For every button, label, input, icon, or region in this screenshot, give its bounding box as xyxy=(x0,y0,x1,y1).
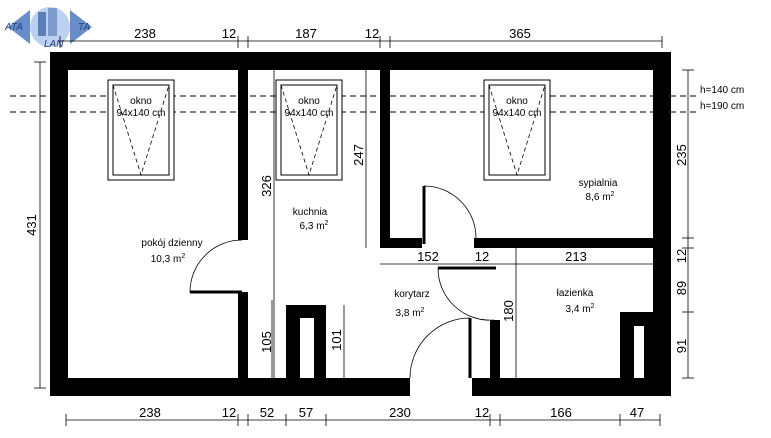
window-3-label: okno xyxy=(506,96,528,107)
dim-right-4: 91 xyxy=(674,339,689,353)
room-name: sypialnia xyxy=(579,178,618,189)
dim-left-1: 431 xyxy=(24,214,39,236)
dimension-left: 431 xyxy=(24,61,46,389)
room-area-sup: 2 xyxy=(591,303,595,310)
dim-top-1: 238 xyxy=(134,26,156,41)
room-area-sup: 2 xyxy=(325,220,329,227)
logo-text-right: TA xyxy=(78,22,90,33)
interior-walls xyxy=(238,70,653,380)
room-area-sup: 2 xyxy=(611,191,615,198)
doors xyxy=(189,185,496,379)
window-3: okno 94x140 cm xyxy=(483,79,551,181)
room-area: 6,3 m xyxy=(300,221,325,232)
room-name: łazienka xyxy=(557,288,594,299)
dim-top-4: 12 xyxy=(365,26,379,41)
window-2-label: okno xyxy=(298,96,320,107)
company-logo: ATA TA LAN xyxy=(4,7,92,50)
room-korytarz: korytarz 3,8 m2 xyxy=(394,289,430,319)
room-name: korytarz xyxy=(394,289,430,300)
dim-213: 213 xyxy=(565,249,587,264)
height-label-140: h=140 cm xyxy=(700,85,744,96)
dim-bottom-8: 47 xyxy=(630,405,644,420)
dim-152: 152 xyxy=(417,249,439,264)
dim-right-2: 12 xyxy=(674,249,689,263)
dim-top-2: 12 xyxy=(222,26,236,41)
room-sypialnia: sypialnia 8,6 m2 xyxy=(579,178,618,203)
dim-bottom-7: 166 xyxy=(550,405,572,420)
svg-text:10,3 m2: 10,3 m2 xyxy=(151,253,186,265)
window-1-size: 94x140 cm xyxy=(117,108,166,119)
dim-bottom-6: 12 xyxy=(475,405,489,420)
room-lazienka: łazienka 3,4 m2 xyxy=(557,288,595,315)
dim-326: 326 xyxy=(259,175,274,197)
dim-bottom-1: 238 xyxy=(139,405,161,420)
svg-text:8,6 m2: 8,6 m2 xyxy=(586,191,615,203)
dim-247: 247 xyxy=(351,144,366,166)
dim-bottom-3: 52 xyxy=(260,405,274,420)
window-3-size: 94x140 cm xyxy=(493,108,542,119)
room-area-sup: 2 xyxy=(421,307,425,314)
dimension-top: 238 12 187 12 365 xyxy=(59,26,663,48)
dim-right-3: 89 xyxy=(674,281,689,295)
room-area: 10,3 m xyxy=(151,254,182,265)
height-label-190: h=190 cm xyxy=(700,101,744,112)
svg-text:6,3 m2: 6,3 m2 xyxy=(300,220,329,232)
room-area: 8,6 m xyxy=(586,192,611,203)
dimension-inner: 326 247 152 12 213 180 105 101 xyxy=(259,70,656,378)
window-2-size: 94x140 cm xyxy=(285,108,334,119)
svg-text:3,4 m2: 3,4 m2 xyxy=(566,303,595,315)
room-area: 3,8 m xyxy=(396,308,421,319)
dim-101: 101 xyxy=(329,329,344,351)
outer-walls xyxy=(50,52,671,396)
logo-text-bottom: LAN xyxy=(44,39,64,50)
room-area: 3,4 m xyxy=(566,304,591,315)
dim-bottom-5: 230 xyxy=(389,405,411,420)
dim-right-1: 235 xyxy=(674,144,689,166)
room-kuchnia: kuchnia 6,3 m2 xyxy=(293,207,329,232)
room-name: pokój dzienny xyxy=(141,238,202,249)
dim-top-5: 365 xyxy=(509,26,531,41)
room-name: kuchnia xyxy=(293,207,328,218)
svg-text:3,8 m2: 3,8 m2 xyxy=(396,307,425,319)
room-area-sup: 2 xyxy=(181,253,185,260)
dimension-right: 235 12 89 91 xyxy=(674,69,694,379)
window-1: okno 94x140 cm xyxy=(107,79,175,181)
window-1-label: okno xyxy=(130,96,152,107)
dimension-bottom: 238 12 52 57 230 12 166 47 xyxy=(65,405,661,426)
window-2: okno 94x140 cm xyxy=(275,79,343,181)
logo-text-left: ATA xyxy=(4,22,23,33)
dim-top-3: 187 xyxy=(295,26,317,41)
dim-bottom-2: 12 xyxy=(222,405,236,420)
dim-180: 180 xyxy=(501,300,516,322)
dim-12-inner: 12 xyxy=(475,249,489,264)
dim-bottom-4: 57 xyxy=(299,405,313,420)
dim-105: 105 xyxy=(259,331,274,353)
room-pokoj-dzienny: pokój dzienny 10,3 m2 xyxy=(141,238,202,265)
